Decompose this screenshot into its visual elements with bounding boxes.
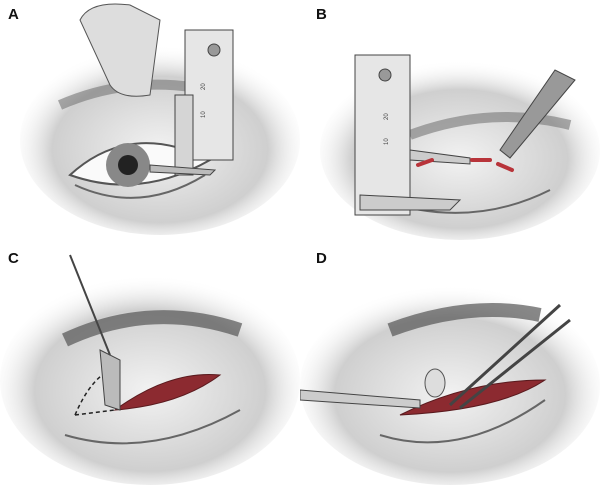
panel-label-d: D <box>316 250 327 267</box>
excised-area <box>113 373 222 411</box>
fat-pad <box>424 368 446 398</box>
scale-mark-10: 10 <box>384 138 390 145</box>
scale-mark-20: 20 <box>201 83 207 90</box>
scale-mark-20: 20 <box>384 113 390 120</box>
skin-flap <box>99 349 121 411</box>
fingers <box>79 3 161 97</box>
panel-b: B 20 10 <box>300 0 600 250</box>
skin-excision-illustration <box>0 254 300 485</box>
panel-label-c: C <box>8 250 19 267</box>
panel-a: A 20 10 <box>0 0 300 250</box>
marking-pen <box>499 69 576 159</box>
panel-label-b: B <box>316 6 327 23</box>
caliper <box>354 54 411 216</box>
retractor <box>300 389 421 409</box>
fat-excision-illustration <box>300 285 600 485</box>
eyelid-marking-illustration: 20 10 <box>320 54 600 240</box>
panel-label-a: A <box>8 6 19 23</box>
eye-caliper-measurement-illustration: 20 10 <box>20 3 300 235</box>
incision-marks <box>416 158 514 172</box>
panel-c: C <box>0 250 300 500</box>
scale-mark-10: 10 <box>201 111 207 118</box>
scissors <box>448 303 571 410</box>
panel-d: D <box>300 250 600 500</box>
forceps <box>69 254 111 356</box>
